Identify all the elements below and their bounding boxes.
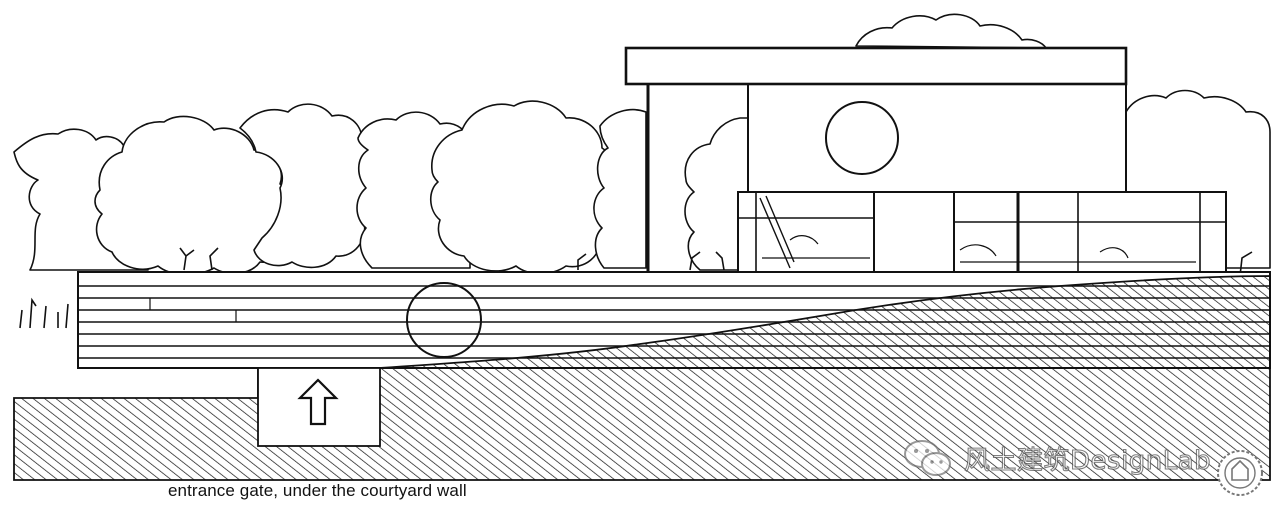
tree-canopy-2 bbox=[239, 103, 380, 269]
watermark: 风土建筑DesignLab bbox=[900, 436, 1211, 480]
site-badge-icon bbox=[1217, 450, 1263, 496]
house-upper-volume bbox=[747, 83, 1127, 195]
house-entry-panel bbox=[873, 191, 955, 277]
background-trees bbox=[13, 13, 1271, 276]
wechat-icon bbox=[904, 440, 951, 476]
wall-round-opening bbox=[406, 282, 482, 358]
drawing-caption: entrance gate, under the courtyard wall bbox=[168, 481, 467, 500]
house bbox=[624, 46, 1227, 277]
watermark-text: 风土建筑DesignLab bbox=[963, 445, 1212, 476]
tree-canopy-7 bbox=[1125, 89, 1271, 269]
up-arrow-icon bbox=[297, 378, 339, 426]
entrance-gate bbox=[257, 367, 381, 447]
tree-canopy-5 bbox=[593, 108, 647, 269]
house-roof-slab bbox=[624, 46, 1128, 86]
house-lower-frame bbox=[737, 191, 1227, 277]
house-round-window bbox=[825, 101, 899, 175]
tree-canopy-behind-roof bbox=[855, 13, 1047, 49]
